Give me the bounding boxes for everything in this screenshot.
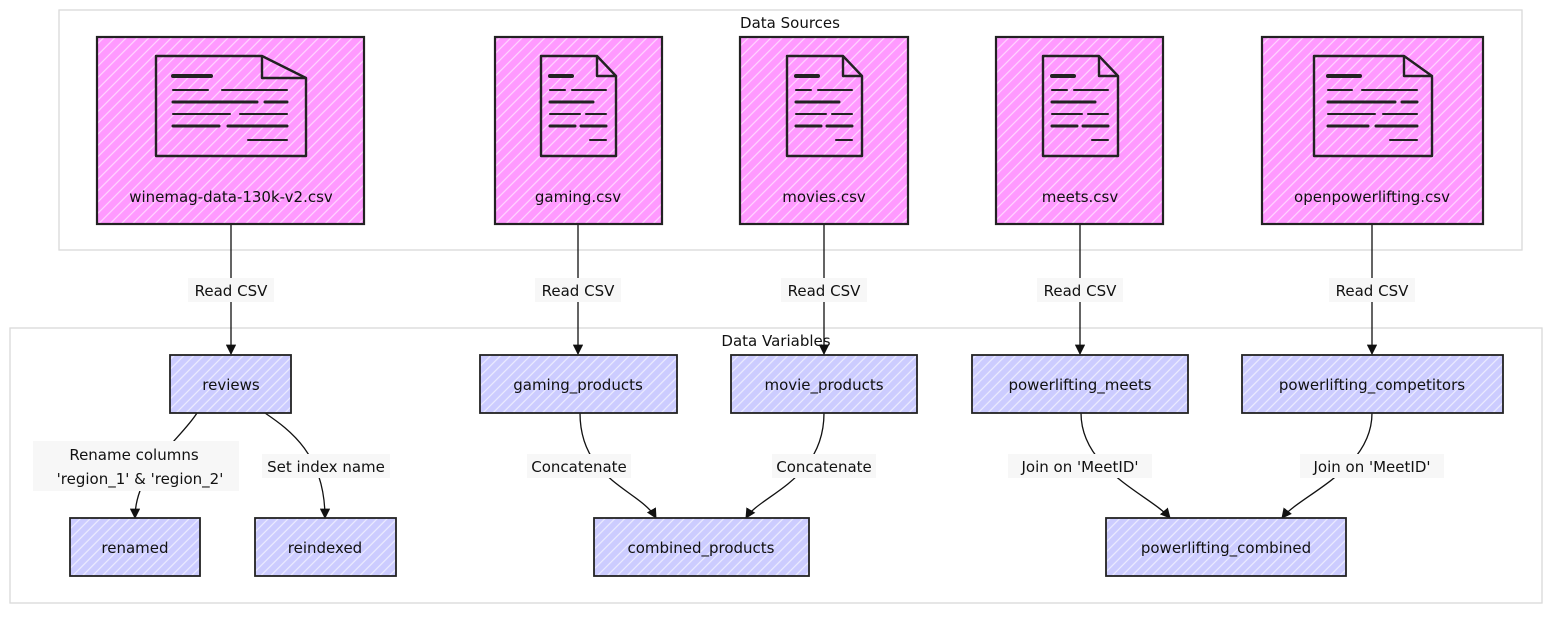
document-icon (1041, 54, 1120, 158)
var-label-powerlifting-competitors: powerlifting_competitors (1279, 376, 1465, 395)
var-label-renamed: renamed (101, 539, 168, 557)
svg-text:'region_1' & 'region_2': 'region_1' & 'region_2' (57, 470, 224, 489)
svg-text:Read CSV: Read CSV (195, 282, 268, 300)
svg-text:Read CSV: Read CSV (1044, 282, 1117, 300)
source-label-meets: meets.csv (1042, 188, 1119, 206)
svg-text:Rename columns: Rename columns (69, 446, 199, 464)
source-label-movies: movies.csv (782, 188, 866, 206)
document-icon (154, 54, 308, 158)
var-node-combined-products[interactable]: combined_products (593, 517, 810, 577)
var-node-movie-products[interactable]: movie_products (730, 354, 918, 414)
source-label-gaming: gaming.csv (535, 188, 621, 206)
edge-label-read-csv-4: Read CSV (1037, 278, 1123, 302)
svg-text:Concatenate: Concatenate (531, 458, 627, 476)
edge-meets-combined (1080, 412, 1171, 519)
document-icon (1312, 54, 1434, 158)
svg-text:Join on 'MeetID': Join on 'MeetID' (1313, 458, 1431, 476)
source-node-openpowerlifting[interactable]: openpowerlifting.csv (1260, 35, 1485, 226)
data-sources-title: Data Sources (740, 14, 840, 32)
svg-text:Read CSV: Read CSV (542, 282, 615, 300)
source-label-wine: winemag-data-130k-v2.csv (129, 188, 333, 206)
svg-text:Set index name: Set index name (267, 458, 385, 476)
var-label-combined-products: combined_products (628, 539, 775, 558)
edge-competitors-combined (1281, 412, 1373, 519)
var-node-powerlifting-combined[interactable]: powerlifting_combined (1105, 517, 1347, 577)
edge-label-read-csv-2: Read CSV (535, 278, 621, 302)
document-icon (539, 54, 618, 158)
source-label-openpowerlifting: openpowerlifting.csv (1294, 188, 1450, 206)
document-icon (785, 54, 864, 158)
var-node-powerlifting-meets[interactable]: powerlifting_meets (971, 354, 1189, 414)
edge-label-concatenate-1: Concatenate (527, 454, 631, 478)
var-label-reviews: reviews (202, 376, 260, 394)
var-label-powerlifting-meets: powerlifting_meets (1008, 376, 1151, 395)
source-node-movies[interactable]: movies.csv (738, 35, 910, 226)
edge-reviews-reindexed (264, 412, 331, 520)
var-node-gaming-products[interactable]: gaming_products (479, 354, 678, 414)
source-node-gaming[interactable]: gaming.csv (493, 35, 664, 226)
edge-label-concatenate-2: Concatenate (772, 454, 876, 478)
edge-movie-combined (745, 412, 825, 519)
var-node-reviews[interactable]: reviews (169, 354, 292, 414)
edge-label-join-1: Join on 'MeetID' (1008, 454, 1152, 478)
var-label-powerlifting-combined: powerlifting_combined (1141, 539, 1311, 558)
data-variables-title: Data Variables (721, 332, 830, 350)
edge-label-set-index: Set index name (262, 454, 390, 478)
svg-text:Join on 'MeetID': Join on 'MeetID' (1021, 458, 1139, 476)
source-node-meets[interactable]: meets.csv (994, 35, 1165, 226)
var-node-renamed[interactable]: renamed (69, 517, 201, 577)
edge-label-read-csv-1: Read CSV (188, 278, 274, 302)
edge-label-read-csv-5: Read CSV (1329, 278, 1415, 302)
svg-text:Concatenate: Concatenate (776, 458, 872, 476)
edge-label-read-csv-3: Read CSV (781, 278, 867, 302)
var-node-reindexed[interactable]: reindexed (254, 517, 397, 577)
edge-label-rename-columns: Rename columns 'region_1' & 'region_2' (33, 441, 239, 491)
edge-label-join-2: Join on 'MeetID' (1300, 454, 1444, 478)
var-node-powerlifting-competitors[interactable]: powerlifting_competitors (1241, 354, 1504, 414)
var-label-reindexed: reindexed (288, 539, 362, 557)
var-label-gaming-products: gaming_products (513, 376, 643, 395)
var-label-movie-products: movie_products (764, 376, 883, 395)
svg-text:Read CSV: Read CSV (1336, 282, 1409, 300)
svg-text:Read CSV: Read CSV (788, 282, 861, 300)
source-node-wine[interactable]: winemag-data-130k-v2.csv (95, 35, 366, 226)
edge-gaming-combined (579, 412, 657, 519)
